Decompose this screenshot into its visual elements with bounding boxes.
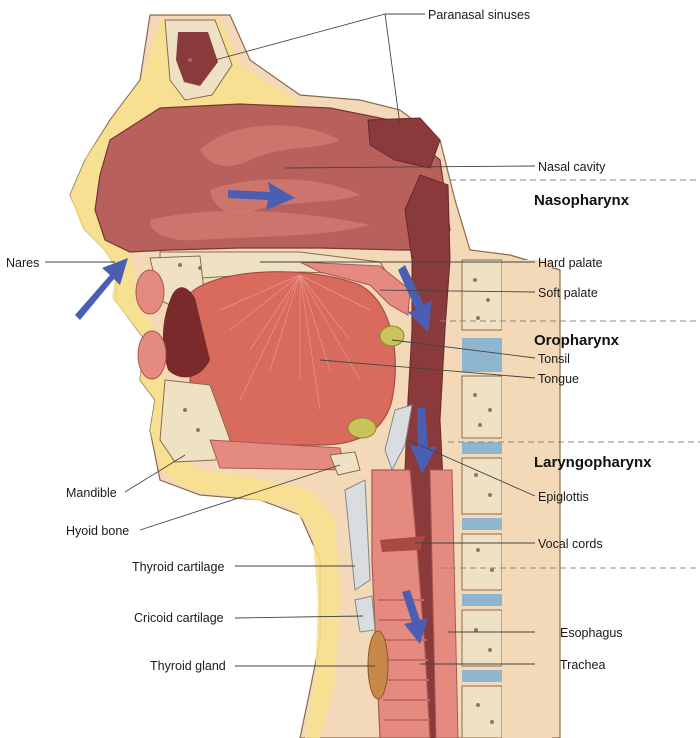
thyroid-gland-shape xyxy=(367,630,389,700)
thyroid-cartilage-shape xyxy=(344,479,371,591)
label-nares: Nares xyxy=(6,256,40,270)
arrow-icon-oropharynx xyxy=(410,408,437,474)
label-thyroid-cartilage: Thyroid cartilage xyxy=(132,560,225,574)
label-esophagus: Esophagus xyxy=(560,626,623,640)
region-label-nasopharynx: Nasopharynx xyxy=(534,192,630,209)
vocal-cord-fold xyxy=(380,536,425,552)
disc-3 xyxy=(462,518,502,530)
oral-cavity xyxy=(162,287,210,378)
esophagus-tube xyxy=(429,469,459,738)
label-soft-palate: Soft palate xyxy=(538,286,598,300)
disc-5 xyxy=(462,670,502,682)
disc-1 xyxy=(462,338,502,372)
upper-lip xyxy=(135,269,165,315)
label-tongue: Tongue xyxy=(538,372,580,386)
region-label-laryngopharynx: Laryngopharynx xyxy=(534,454,652,471)
label-nasal-cavity: Nasal cavity xyxy=(538,160,606,174)
vertebra-c4 xyxy=(461,533,503,591)
region-dividers xyxy=(440,179,700,569)
arrow-icon-nares xyxy=(75,258,128,320)
arrow-icon-nasopharynx xyxy=(398,265,432,332)
vertebra-c1 xyxy=(461,259,503,331)
label-tonsil: Tonsil xyxy=(538,352,570,366)
nasal-turbinate-lower xyxy=(150,210,370,241)
bone-marrow-dots xyxy=(178,58,494,724)
leader-lines xyxy=(45,13,536,667)
label-mandible: Mandible xyxy=(66,486,117,500)
hyoid xyxy=(329,451,361,476)
epiglottis-cartilage xyxy=(384,404,413,472)
arrow-icon-nasal xyxy=(228,182,295,210)
label-vocal-cords: Vocal cords xyxy=(538,537,603,551)
soft-palate xyxy=(299,261,411,316)
disc-2 xyxy=(462,442,502,454)
label-paranasal-sinuses: Paranasal sinuses xyxy=(428,8,531,22)
nasal-turbinate-upper xyxy=(200,125,340,166)
lingual-tonsil xyxy=(347,417,377,439)
label-thyroid-gland: Thyroid gland xyxy=(150,659,226,673)
lower-lip xyxy=(137,330,167,380)
cricoid-cartilage-shape xyxy=(354,595,376,633)
disc-4 xyxy=(462,594,502,606)
arrow-icon-trachea xyxy=(402,590,428,644)
label-trachea: Trachea xyxy=(560,658,606,672)
cervical-spine xyxy=(461,259,552,738)
label-hyoid-bone: Hyoid bone xyxy=(66,524,130,538)
vertebra-c2 xyxy=(461,375,503,439)
label-cricoid-cartilage: Cricoid cartilage xyxy=(134,611,224,625)
frontal-sinus xyxy=(176,32,218,86)
label-epiglottis: Epiglottis xyxy=(538,490,589,504)
vertebra-c6 xyxy=(461,685,503,738)
vertebra-c3 xyxy=(461,457,503,515)
label-hard-palate: Hard palate xyxy=(538,256,603,270)
posterior-spine-tissue xyxy=(502,260,552,738)
tongue-muscle-fibers xyxy=(219,274,371,411)
region-label-oropharynx: Oropharynx xyxy=(534,332,620,349)
tonsil-tissue xyxy=(379,325,405,347)
sphenoid-sinus xyxy=(367,117,441,169)
vertebra-c5 xyxy=(461,609,503,667)
airflow-arrows xyxy=(75,182,437,644)
